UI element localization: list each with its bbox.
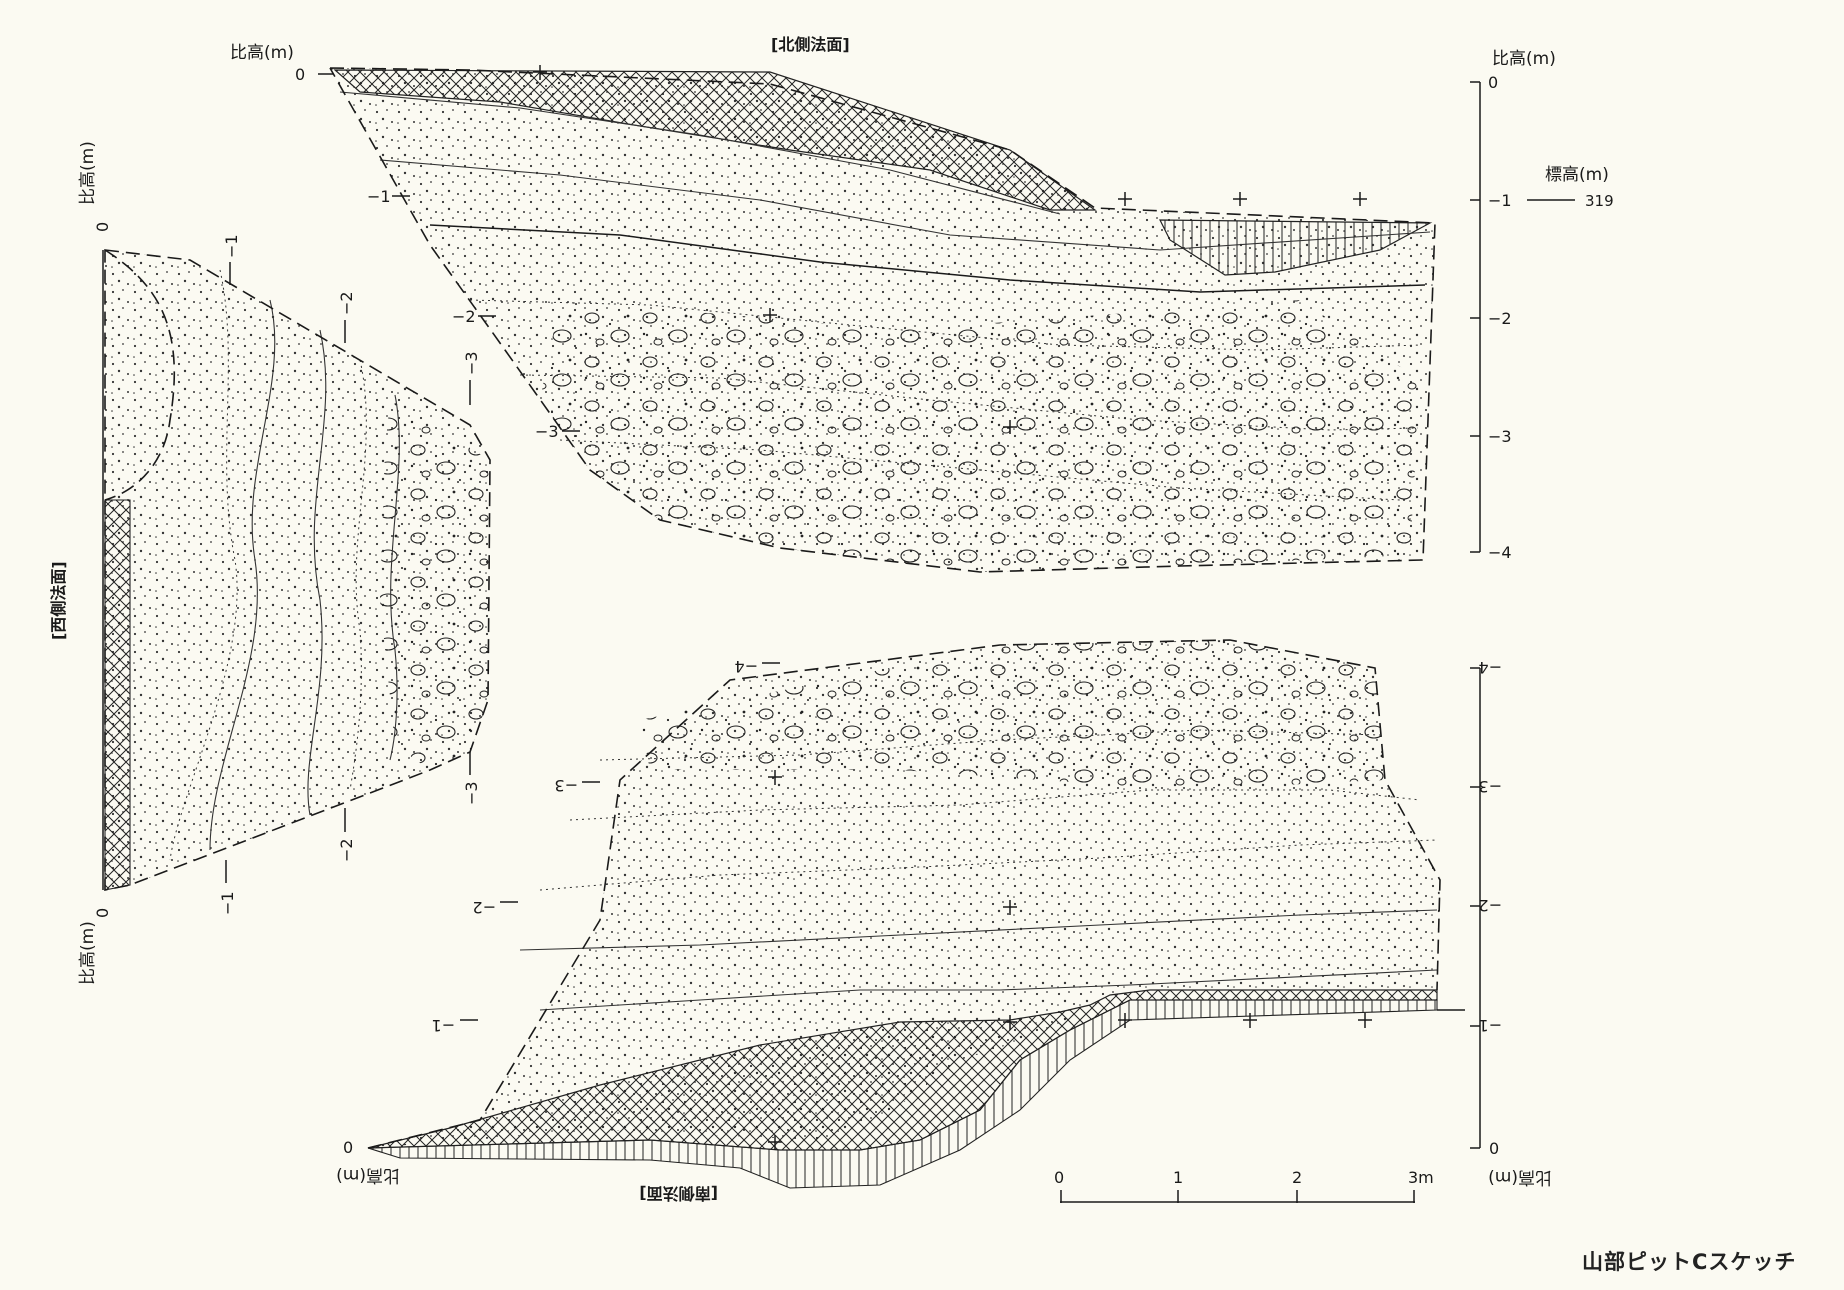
north-left-axis: 比高(m) 0 −1 −2 −3 [230,43,580,441]
north-right-tick-1: −1 [1488,191,1512,210]
south-right-tick-2: −2 [1478,896,1502,915]
north-left-tick-3: −3 [535,422,559,441]
west-top-tick-1: −1 [222,234,241,258]
south-right-tick-4: −4 [1478,658,1502,677]
elevation-value: 319 [1585,192,1614,210]
south-left-tick-3: −3 [554,776,578,795]
scale-bar: 0 1 2 3m [1054,1168,1434,1203]
figure-caption: 山部ピットCスケッチ [1582,1250,1797,1274]
west-bottom-tick-2: −2 [337,838,356,862]
scale-label-0: 0 [1054,1168,1064,1187]
west-axis-label-bottom: 比高(m) [78,921,98,985]
west-tick-zero-bottom: 0 [93,908,112,918]
north-left-axis-label: 比高(m) [230,43,294,63]
elevation-label: 標高(m) [1545,165,1609,185]
south-left-tick-4: −4 [734,657,758,676]
scale-label-1: 1 [1173,1168,1183,1187]
north-right-tick-0: 0 [1488,73,1498,92]
scale-label-3: 3m [1408,1168,1434,1187]
north-right-axis-label: 比高(m) [1492,49,1556,69]
west-bottom-tick-3: −3 [462,781,481,805]
south-right-tick-0: 0 [1489,1139,1499,1158]
south-left-tick-2: −2 [472,898,496,917]
north-right-axis: 比高(m) 0 −1 −2 −3 −4 標高(m) 319 [1470,49,1614,562]
west-tick-zero-top: 0 [93,222,112,232]
south-right-axis-label: 比高(m) [1488,1167,1552,1187]
west-axis-label-top: 比高(m) [78,141,98,205]
north-left-tick-0: 0 [295,65,305,84]
south-left-tick-1: −1 [431,1016,455,1035]
north-right-tick-2: −2 [1488,309,1512,328]
south-right-axis: −4 −3 −2 −1 0 比高(m) [1470,658,1552,1187]
south-left-tick-0: 0 [343,1138,353,1157]
south-right-tick-1: −1 [1478,1016,1502,1035]
north-left-tick-2: −2 [452,307,476,326]
west-bottom-tick-1: −1 [218,891,237,915]
north-wall-title: [北側法面] [771,35,850,54]
south-wall-section [367,639,1465,1189]
north-right-tick-4: −4 [1488,543,1512,562]
west-top-tick-3: −3 [462,351,481,375]
south-left-axis-label: 比高(m) [336,1165,400,1185]
west-wall-title: [西側法面] [49,561,68,640]
scale-label-2: 2 [1292,1168,1302,1187]
south-left-axis: 比高(m) 0 −1 −2 −3 −4 [336,657,780,1185]
north-wall-section [329,65,1436,573]
west-wall-section [102,249,491,891]
south-right-tick-3: −3 [1478,777,1502,796]
north-right-tick-3: −3 [1488,427,1512,446]
south-wall-title: [南側法面] [639,1184,718,1203]
north-left-tick-1: −1 [367,187,391,206]
west-wall-labels: 比高(m) 0 [西側法面] 比高(m) 0 −1 −2 −3 −1 −2 −3 [49,141,481,985]
west-top-tick-2: −2 [337,291,356,315]
